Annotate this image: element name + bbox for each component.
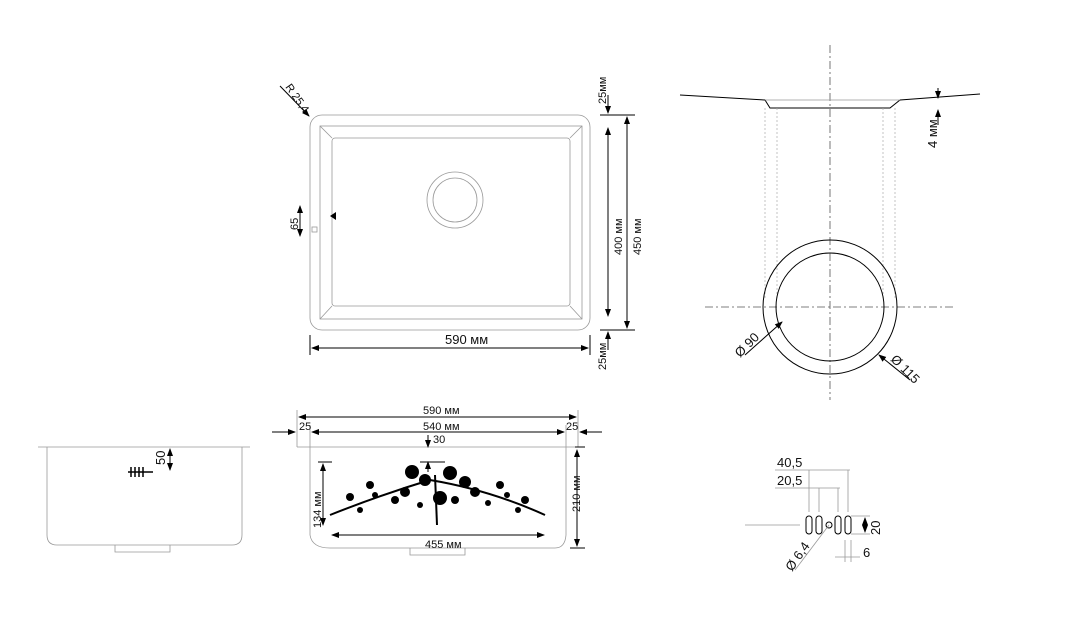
overflow-slot xyxy=(844,515,852,535)
overflow-marker-icon xyxy=(330,212,336,220)
front-view: 590 мм 540 мм 25 25 30 134 мм 210 мм 455… xyxy=(272,405,602,556)
span-outer-label: 40,5 xyxy=(777,455,802,470)
overflow-slot xyxy=(805,515,813,535)
depth-label: 210 мм xyxy=(571,475,583,512)
height-outer-label: 450 мм xyxy=(632,218,644,255)
overflow-slot xyxy=(834,515,842,535)
depth-mark-label: 50 xyxy=(153,451,168,465)
rim-right-label: 25 xyxy=(566,421,578,433)
radius-label: R 25,4 xyxy=(283,82,311,115)
slot-height-label: 20 xyxy=(868,521,883,535)
drain-outer-circle xyxy=(762,239,898,375)
outer-diameter-label: Ø 115 xyxy=(888,352,923,387)
rim-top-label: 25мм xyxy=(597,77,609,104)
side-mark-label: 65 xyxy=(289,218,301,230)
height-inner-label: 400 мм xyxy=(613,218,625,255)
front-width-label: 590 мм xyxy=(423,405,460,417)
front-inner-width-label: 540 мм xyxy=(423,421,460,433)
drain-view: 4 мм Ø 90 Ø 115 xyxy=(679,45,981,400)
top-view: 590 мм 400 мм 450 мм 25мм 25мм R 25,4 65 xyxy=(279,77,644,370)
drain-inner-circle xyxy=(775,252,885,362)
floral-decor xyxy=(329,465,546,526)
width-label: 590 мм xyxy=(445,332,488,347)
bowl-outline xyxy=(319,125,583,320)
overflow-icon xyxy=(128,467,153,477)
sink-outline xyxy=(309,114,591,331)
span-inner-label: 20,5 xyxy=(777,473,802,488)
overflow-view: 40,5 20,5 20 6 Ø 6,4 xyxy=(745,455,883,574)
slot-width-label: 6 xyxy=(863,545,870,560)
decor-height-label: 134 мм xyxy=(312,491,324,528)
offset-label: 30 xyxy=(433,434,445,446)
overflow-slot xyxy=(815,515,823,535)
side-view: 50 xyxy=(38,446,250,553)
inner-diameter-label: Ø 90 xyxy=(732,330,763,361)
overflow-hole xyxy=(825,521,833,529)
drain-inner xyxy=(432,177,478,223)
rim-bottom-label: 25мм xyxy=(597,343,609,370)
decor-width-label: 455 мм xyxy=(425,539,462,551)
rim-left-label: 25 xyxy=(299,421,311,433)
logo-icon xyxy=(311,226,318,233)
thickness-label: 4 мм xyxy=(925,119,940,148)
drain-outer xyxy=(426,171,484,229)
hole-diameter-label: Ø 6,4 xyxy=(782,539,813,574)
